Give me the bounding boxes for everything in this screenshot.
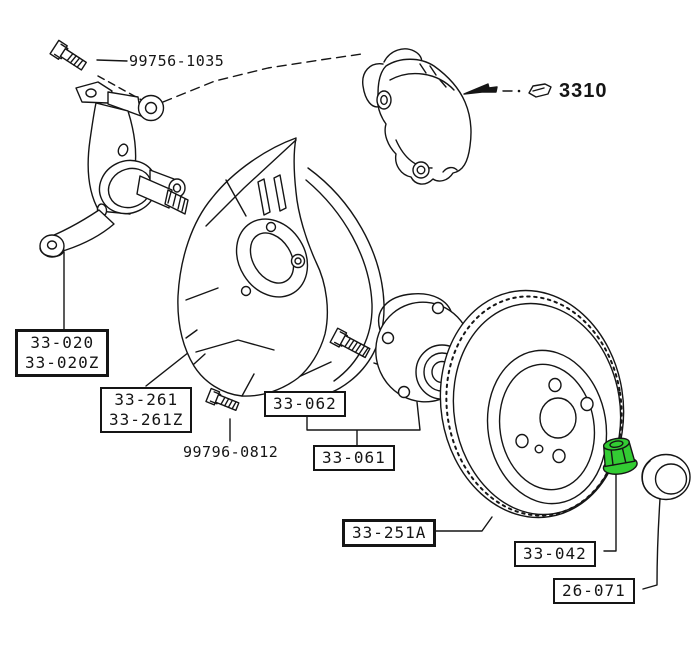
knuckle-part-number-1: 33-020 [30,333,95,352]
brake-caliper [362,48,472,185]
lug-hole [552,448,566,464]
steering-knuckle [39,81,189,258]
label-lower-bolt: 99796-0812 [183,443,279,461]
label-box-grease-cap[interactable]: 26-071 [553,578,635,604]
dust-shield [177,137,385,398]
lug-hole [548,377,562,393]
brake-disc-part-number: 33-251A [352,523,427,542]
lug-hole [515,433,529,449]
hub-nut[interactable] [599,436,639,477]
set-screw-hole [534,444,544,454]
grease-cap-part-number: 26-071 [562,581,626,600]
mounting-bolt-upper [49,39,87,71]
hub-nut-part-number: 33-042 [523,544,587,563]
dust-shield-part-number-2: 33-261Z [109,410,184,429]
grease-cap [641,453,691,501]
mounting-bolt-lower [205,387,240,412]
disc-center-bore [539,397,577,439]
label-caliper-ref: 3310 [559,80,608,102]
label-box-hub-nut[interactable]: 33-042 [514,541,596,567]
arrow-icon [463,83,498,95]
caliper-ref-pointer [463,83,552,98]
label-box-brake-disc[interactable]: 33-251A [342,519,437,547]
wheel-hub-part-number: 33-061 [322,448,386,467]
wheel-stud-part-number: 33-062 [273,394,337,413]
label-box-wheel-stud[interactable]: 33-062 [264,391,346,417]
label-upper-bolt: 99756-1035 [129,52,225,70]
clip-icon [528,83,552,98]
lug-hole [580,396,594,412]
dust-shield-part-number-1: 33-261 [114,390,179,409]
label-box-knuckle[interactable]: 33-020 33-020Z [15,329,110,377]
label-box-wheel-hub[interactable]: 33-061 [313,445,395,471]
wheel-stud [329,327,371,359]
knuckle-part-number-2: 33-020Z [25,353,100,372]
label-box-dust-shield[interactable]: 33-261 33-261Z [100,387,193,433]
brake-disc [439,289,625,519]
